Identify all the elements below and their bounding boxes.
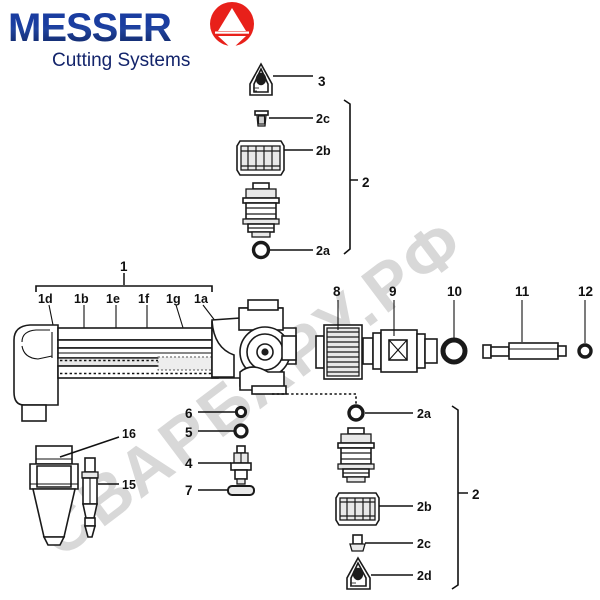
callout-label-1: 1 <box>120 259 128 274</box>
callout-label-3: 3 <box>318 74 326 89</box>
part-2b-ribbed-cap-top <box>236 140 285 176</box>
bracket-group-1 <box>35 285 213 292</box>
part-valve-body-bottom <box>337 427 375 483</box>
brand-name: MESSER <box>8 8 190 48</box>
part-16-nozzle-holder <box>29 445 79 546</box>
bracket-group-2-top <box>343 99 351 255</box>
callout-label-2-top: 2 <box>362 175 370 190</box>
callout-label-1e: 1e <box>106 292 120 306</box>
callout-label-7: 7 <box>185 483 193 498</box>
callout-label-16: 16 <box>122 427 136 441</box>
callout-label-6: 6 <box>185 406 193 421</box>
part-2a-o-ring-bottom <box>347 404 365 422</box>
callout-label-5: 5 <box>185 425 193 440</box>
part-15-injector-pin <box>81 457 99 538</box>
part-5-o-ring <box>233 423 249 439</box>
callout-label-2b-bottom: 2b <box>417 500 432 514</box>
callout-label-10: 10 <box>447 284 462 299</box>
part-6-o-ring-tiny <box>234 405 248 419</box>
callout-label-9: 9 <box>389 284 397 299</box>
leader-16 <box>59 436 120 458</box>
part-3-tip-nozzle-cone <box>249 62 273 96</box>
part-2c-small-plug-top <box>254 110 269 127</box>
callout-label-8: 8 <box>333 284 341 299</box>
part-8-knurled-nut <box>315 324 363 380</box>
callout-label-2-bottom: 2 <box>472 487 480 502</box>
callout-label-2d-bottom: 2d <box>417 569 432 583</box>
callout-label-2c-top: 2c <box>316 112 330 126</box>
part-12-o-ring-small <box>577 343 593 359</box>
part-2b-ribbed-cap-bottom <box>335 492 380 526</box>
brand-logo: MESSER Cutting Systems <box>8 8 190 72</box>
callout-label-2a-bottom: 2a <box>417 407 432 421</box>
part-2a-o-ring-top <box>251 240 271 260</box>
callout-label-2b-top: 2b <box>316 144 331 158</box>
part-2c-small-plug-bottom <box>349 534 366 552</box>
dotted-connector-2a <box>272 393 357 404</box>
callout-label-1g: 1g <box>166 292 181 306</box>
callout-label-1f: 1f <box>138 292 150 306</box>
messer-triangle-circle-icon <box>210 2 254 49</box>
callout-label-4: 4 <box>185 456 193 471</box>
part-valve-body-top <box>242 182 280 238</box>
callout-label-1d: 1d <box>38 292 53 306</box>
callout-label-1a: 1a <box>194 292 209 306</box>
callout-label-1b: 1b <box>74 292 89 306</box>
brand-tagline: Cutting Systems <box>52 50 191 71</box>
bracket-group-2-bottom <box>451 405 459 590</box>
part-11-long-rod <box>482 342 567 360</box>
callout-label-15: 15 <box>122 478 136 492</box>
part-4-valve-stem <box>230 445 252 485</box>
callout-label-12: 12 <box>578 284 593 299</box>
callout-label-2c-bottom: 2c <box>417 537 431 551</box>
part-7-pin <box>227 485 255 496</box>
callout-label-11: 11 <box>515 284 530 299</box>
part-10-o-ring-large <box>440 337 468 365</box>
part-1-torch-body <box>13 299 297 422</box>
callout-label-2a-top: 2a <box>316 244 331 258</box>
part-2d-tip-nozzle-cone <box>346 556 371 590</box>
part-9-valve-body <box>362 329 438 373</box>
